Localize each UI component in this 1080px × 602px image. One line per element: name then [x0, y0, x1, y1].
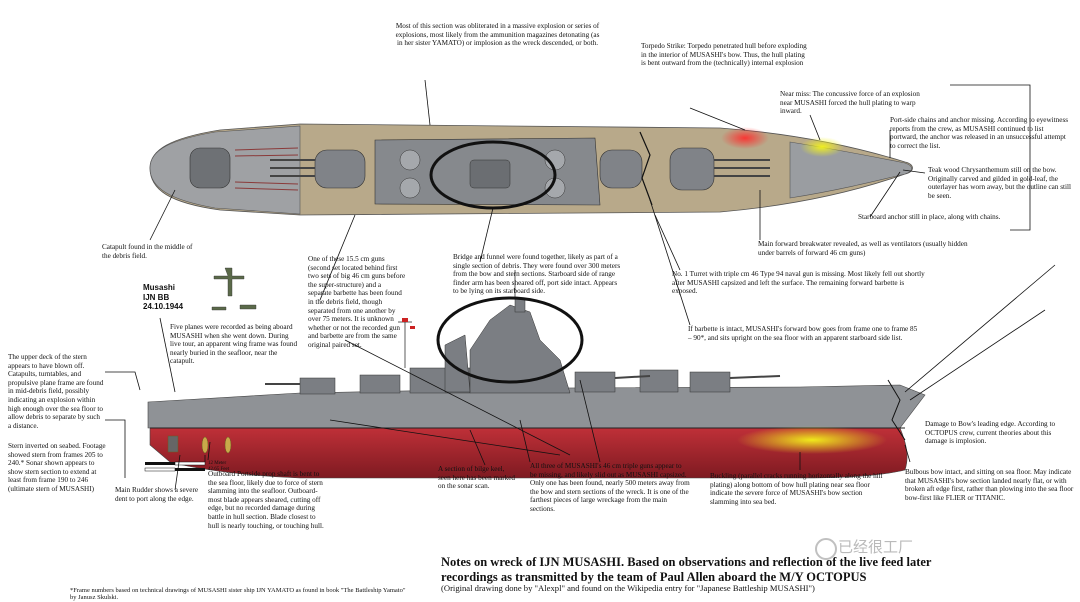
watermark-logo-icon [815, 538, 837, 560]
leader-lines [105, 79, 1056, 491]
note-rudder: Main Rudder shows a severe dent to port … [115, 486, 199, 503]
superstructure-side [299, 297, 731, 395]
near-miss-highlight [800, 137, 844, 157]
note-triple-guns: All three of MUSASHI's 46 cm triple guns… [530, 462, 690, 513]
torpedo-highlight [721, 127, 769, 149]
note-bulbous: Bulbous bow intact, and sitting on sea f… [905, 468, 1074, 502]
side-view-ship [147, 270, 926, 479]
note-planes: Five planes were recorded as being aboar… [170, 323, 298, 366]
note-buckling: Buckling (parallel cracks running horizo… [710, 472, 883, 506]
propellers [167, 435, 232, 454]
stern-rails [234, 147, 299, 191]
note-bow-edge: Damage to Bow's leading edge. According … [925, 420, 1056, 446]
note-guns-155: One of these 15.5 cm guns (second set lo… [308, 255, 406, 349]
flags [402, 318, 415, 329]
superstructure-top [374, 137, 601, 206]
planes [211, 267, 257, 311]
note-upper-deck: The upper deck of the stern appears to h… [8, 353, 104, 430]
bridge-circle-side [436, 296, 584, 384]
top-view-ship [149, 123, 913, 216]
break-line-top [639, 131, 653, 206]
page-title: Notes on wreck of IJN MUSASHI. Based on … [441, 554, 932, 584]
note-stern-inverted: Stern inverted on seabed. Footage showed… [8, 442, 106, 493]
note-port-chains: Port-side chains and anchor missing. Acc… [890, 116, 1069, 150]
note-bridge-funnel: Bridge and funnel were found together, l… [453, 253, 621, 296]
note-prop-shaft: Outboard Portside prop shaft is bent to … [208, 470, 324, 530]
ship-label: Musashi IJN BB 24.10.1944 [143, 283, 184, 311]
break-line-side [887, 379, 906, 441]
aft-main-turret [270, 149, 366, 189]
aft-turret [189, 147, 231, 189]
note-breakwater: Main forward breakwater revealed, as wel… [758, 240, 968, 257]
note-turret1: No. 1 Turret with triple cm 46 Type 94 n… [672, 270, 925, 296]
forward-turrets [599, 147, 770, 191]
page-subtitle: (Original drawing done by "Alexpl" and f… [441, 582, 815, 593]
note-near-miss: Near miss: The concussive force of an ex… [780, 90, 920, 116]
footnote: *Frame numbers based on technical drawin… [70, 586, 406, 602]
buckling-highlight [737, 426, 887, 454]
side-guns [265, 375, 781, 385]
note-keel: A section of bilge keel, seen here has b… [438, 465, 516, 491]
note-scale: 12 Meter 42.65 Feet [208, 461, 230, 472]
note-barbette-intact: If barbette is intact, MUSASHI's forward… [688, 325, 918, 342]
note-torpedo: Torpedo Strike: Torpedo penetrated hull … [641, 42, 807, 68]
note-explosion: Most of this section was obliterated in … [395, 22, 600, 48]
note-chrysanthemum: Teak wood Chrysanthemum still on the bow… [928, 166, 1072, 200]
note-catapult: Catapult found in the middle of the debr… [102, 243, 193, 260]
note-starboard-anchor: Starboard anchor still in place, along w… [858, 213, 1001, 221]
watermark: 已经很工厂 [838, 539, 914, 556]
scale-bar [144, 461, 206, 472]
